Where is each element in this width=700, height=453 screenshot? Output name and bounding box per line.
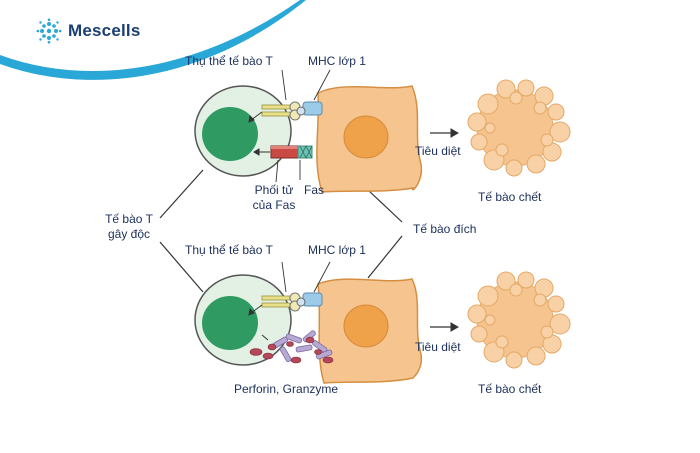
t-cell-label-line1: Tế bào T bbox=[105, 212, 153, 226]
tcr-bottom bbox=[261, 292, 306, 312]
target-cell-bottom bbox=[317, 278, 423, 384]
kill-label-bottom: Tiêu diệt bbox=[415, 340, 461, 354]
mhc-label-top: MHC lớp 1 bbox=[308, 54, 366, 68]
kill-arrow-bottom bbox=[430, 322, 460, 332]
label-pointers-bottom bbox=[281, 261, 331, 293]
target-nucleus-bottom bbox=[343, 304, 389, 348]
header-swoosh bbox=[0, 0, 306, 80]
signal-arrow-bottom bbox=[248, 304, 269, 341]
tcr-label-bottom: Thụ thể tế bào T bbox=[185, 243, 273, 257]
cytotoxic-t-cell-label: Tế bào T gây độc bbox=[93, 212, 165, 242]
mhc-molecule-bottom bbox=[302, 292, 323, 307]
target-nucleus-top bbox=[343, 115, 389, 159]
brand-name: Mescells bbox=[68, 21, 141, 40]
granzyme-granules bbox=[249, 336, 334, 364]
dead-cell-label-top: Tế bào chết bbox=[478, 190, 542, 204]
target-cell-label: Tế bào đích bbox=[413, 222, 477, 236]
t-cell-label-line2: gây độc bbox=[107, 227, 151, 241]
dead-cell-top bbox=[467, 79, 571, 177]
fas-ligand-label-line2: của Fas bbox=[252, 198, 296, 212]
perforin-granzyme-label: Perforin, Granzyme bbox=[234, 382, 339, 396]
kill-arrow-top bbox=[430, 128, 460, 138]
tcr-label-top: Thụ thể tế bào T bbox=[185, 54, 273, 68]
dead-cell-bottom bbox=[467, 271, 571, 369]
connector-lines bbox=[159, 169, 403, 293]
mhc-molecule-top bbox=[302, 101, 323, 116]
fas-label: Fas bbox=[304, 183, 325, 197]
fas-receptor-top bbox=[297, 145, 313, 159]
fas-ligand-top bbox=[270, 145, 299, 159]
mhc-label-bottom: MHC lớp 1 bbox=[308, 243, 366, 257]
t-cell-nucleus-top bbox=[202, 107, 258, 161]
signal-arrows-top bbox=[248, 111, 270, 156]
t-cell-nucleus-bottom bbox=[202, 296, 258, 350]
t-cell-bottom bbox=[194, 274, 292, 366]
brand-logo: Mescells bbox=[36, 18, 140, 44]
target-cell-top bbox=[316, 85, 423, 193]
tcr-top bbox=[261, 101, 306, 121]
label-pointers-top bbox=[275, 69, 331, 183]
fas-ligand-label-line1: Phối tử bbox=[254, 183, 294, 197]
perforin-rods bbox=[272, 330, 333, 363]
dead-cell-label-bottom: Tế bào chết bbox=[478, 382, 542, 396]
mescells-logo-icon bbox=[36, 18, 62, 44]
t-cell-top bbox=[194, 85, 292, 177]
fas-ligand-label: Phối tử của Fas bbox=[246, 183, 302, 213]
kill-label-top: Tiêu diệt bbox=[415, 144, 461, 158]
